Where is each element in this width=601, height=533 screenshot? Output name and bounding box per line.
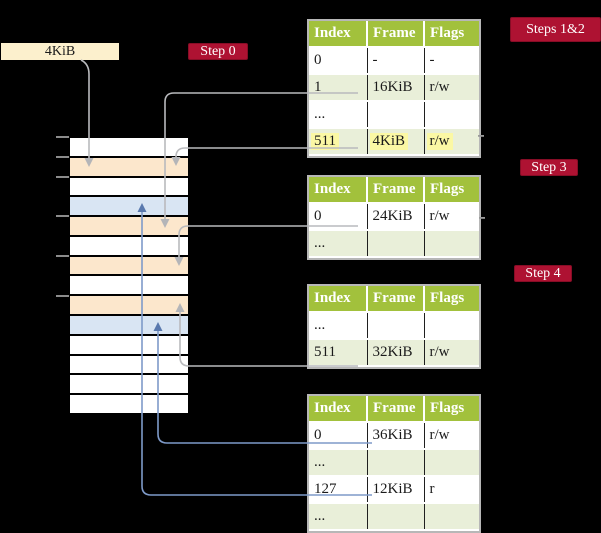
cell-index: 511 — [311, 133, 339, 150]
badge-step-3: Step 3 — [520, 159, 578, 176]
stack-row — [70, 157, 188, 176]
stack-row — [70, 236, 188, 255]
table-row: ... — [309, 312, 479, 340]
cell-flags: r/w — [429, 344, 450, 360]
cell-frame: 4KiB — [369, 133, 409, 150]
memory-stack — [68, 136, 190, 415]
stack-tick — [56, 215, 69, 217]
stack-tick — [56, 136, 69, 138]
col-index: Index — [309, 286, 368, 313]
cell-index: 0 — [314, 52, 322, 68]
cell-index: ... — [314, 235, 326, 251]
col-frame: Frame — [367, 21, 425, 48]
col-flags: Flags — [424, 177, 479, 204]
stack-row — [70, 138, 188, 156]
cell-index: ... — [314, 317, 326, 333]
badge-step-4: Step 4 — [514, 265, 572, 282]
col-index: Index — [309, 177, 368, 204]
table-row: ... — [309, 101, 479, 129]
stack-tick — [56, 156, 69, 158]
col-frame: Frame — [367, 177, 425, 204]
cell-frame: - — [372, 52, 378, 68]
table-row: ... — [309, 503, 479, 531]
cell-flags: r/w — [426, 133, 453, 150]
badge-steps-1-2: Steps 1&2 — [510, 17, 601, 42]
cell-index: 0 — [314, 208, 322, 224]
stack-row — [70, 375, 188, 394]
stack-row — [70, 256, 188, 275]
cell-index: ... — [314, 454, 326, 470]
stack-tick — [56, 295, 69, 297]
stack-tick — [56, 176, 69, 178]
cell-flags: r/w — [429, 79, 450, 95]
page-table-3: Index Frame Flags ... 511 32KiB r/w — [307, 284, 481, 369]
table-row: ... — [309, 449, 479, 477]
col-flags: Flags — [424, 396, 479, 423]
stack-row — [70, 197, 188, 216]
col-frame: Frame — [367, 396, 425, 423]
cell-flags: r/w — [429, 427, 450, 443]
stack-row — [70, 395, 188, 413]
stack-row — [70, 177, 188, 196]
cell-frame: 12KiB — [372, 481, 413, 497]
cell-index: 1 — [314, 79, 322, 95]
cell-index: 0 — [314, 427, 322, 443]
page-table-4: Index Frame Flags 0 36KiB r/w ... 127 12… — [307, 394, 481, 533]
table-header-row: Index Frame Flags — [309, 177, 479, 204]
stack-row — [70, 316, 188, 334]
cell-flags: - — [429, 52, 435, 68]
table-header-row: Index Frame Flags — [309, 396, 479, 423]
cell-frame: 24KiB — [372, 208, 413, 224]
stack-row — [70, 217, 188, 235]
col-flags: Flags — [424, 286, 479, 313]
cell-flags: r — [429, 481, 435, 497]
table-row-highlighted: 511 4KiB r/w — [309, 128, 479, 156]
page-size-label: 4KiB — [44, 44, 76, 59]
cell-flags: r/w — [429, 208, 450, 224]
cell-index: 511 — [314, 344, 336, 360]
col-index: Index — [309, 21, 368, 48]
table-row: 1 16KiB r/w — [309, 74, 479, 102]
cell-frame: 36KiB — [372, 427, 413, 443]
page-table-2: Index Frame Flags 0 24KiB r/w ... — [307, 175, 481, 260]
table-header-row: Index Frame Flags — [309, 286, 479, 313]
cell-frame: 16KiB — [372, 79, 413, 95]
table-row: 511 32KiB r/w — [309, 339, 479, 367]
table-row: 127 12KiB r — [309, 476, 479, 504]
col-index: Index — [309, 396, 368, 423]
stack-row — [70, 276, 188, 295]
col-frame: Frame — [367, 286, 425, 313]
table-row: ... — [309, 230, 479, 258]
cell-index: ... — [314, 508, 326, 524]
stack-row — [70, 355, 188, 374]
table-row: 0 - - — [309, 47, 479, 75]
table-row: 0 24KiB r/w — [309, 203, 479, 231]
cell-frame: 32KiB — [372, 344, 413, 360]
col-flags: Flags — [424, 21, 479, 48]
badge-step-0: Step 0 — [188, 43, 248, 60]
page-size-box: 4KiB — [1, 43, 119, 60]
stack-row — [70, 335, 188, 354]
table-header-row: Index Frame Flags — [309, 21, 479, 48]
cell-index: 127 — [314, 481, 337, 497]
stack-row — [70, 296, 188, 315]
page-table-1: Index Frame Flags 0 - - 1 16KiB r/w ... — [307, 19, 481, 158]
cell-index: ... — [314, 106, 326, 122]
table-row: 0 36KiB r/w — [309, 422, 479, 450]
stack-tick — [56, 255, 69, 257]
